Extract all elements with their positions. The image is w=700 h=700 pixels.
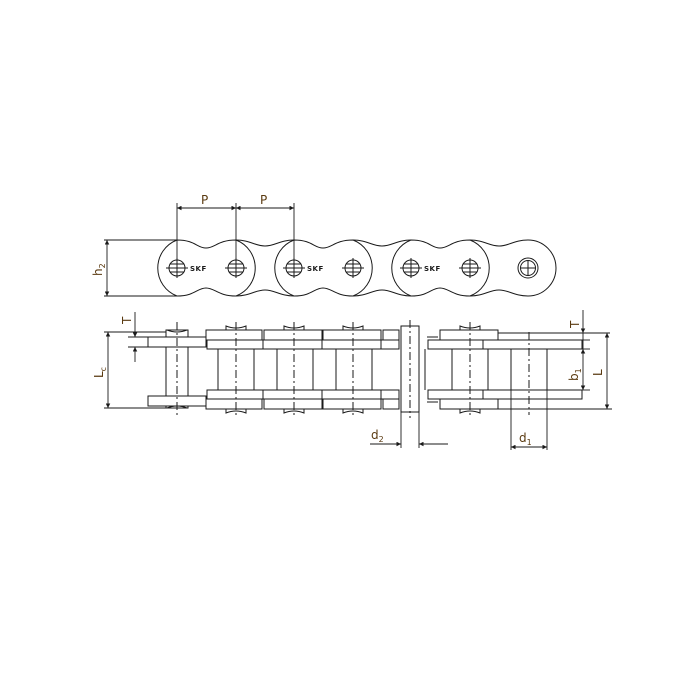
- brand-logo: SKF: [190, 265, 207, 273]
- brand-logo: SKF: [307, 265, 324, 273]
- svg-text:T: T: [120, 316, 134, 325]
- pin-hole-icon: [400, 258, 422, 278]
- inner-width-label: b1: [567, 368, 583, 381]
- roller-end-icon: [517, 257, 539, 279]
- plate-thickness-label: T: [568, 320, 582, 329]
- svg-text:b1: b1: [567, 368, 583, 381]
- pitch-label: P: [260, 193, 267, 207]
- svg-text:L: L: [591, 369, 605, 376]
- pin-diameter-label: d2: [371, 428, 384, 444]
- pin-hole-icon: [459, 258, 481, 278]
- svg-text:T: T: [568, 320, 582, 329]
- svg-text:Lc: Lc: [92, 367, 108, 378]
- connecting-length-label: Lc: [92, 367, 108, 378]
- pitch-label: P: [201, 193, 208, 207]
- end-plate: [527, 239, 557, 297]
- plate-thickness-label: T: [120, 316, 134, 325]
- pin-hole-icon: [342, 258, 364, 278]
- top-view: SKF SKF SKF P P h2: [91, 193, 557, 297]
- plate-height-label: h2: [91, 263, 107, 276]
- svg-text:h2: h2: [91, 263, 107, 276]
- brand-logo: SKF: [424, 265, 441, 273]
- side-view: Lc T T b1 L d2: [92, 310, 612, 450]
- pin-length-label: L: [591, 369, 605, 376]
- roller-diameter-label: d1: [519, 431, 532, 447]
